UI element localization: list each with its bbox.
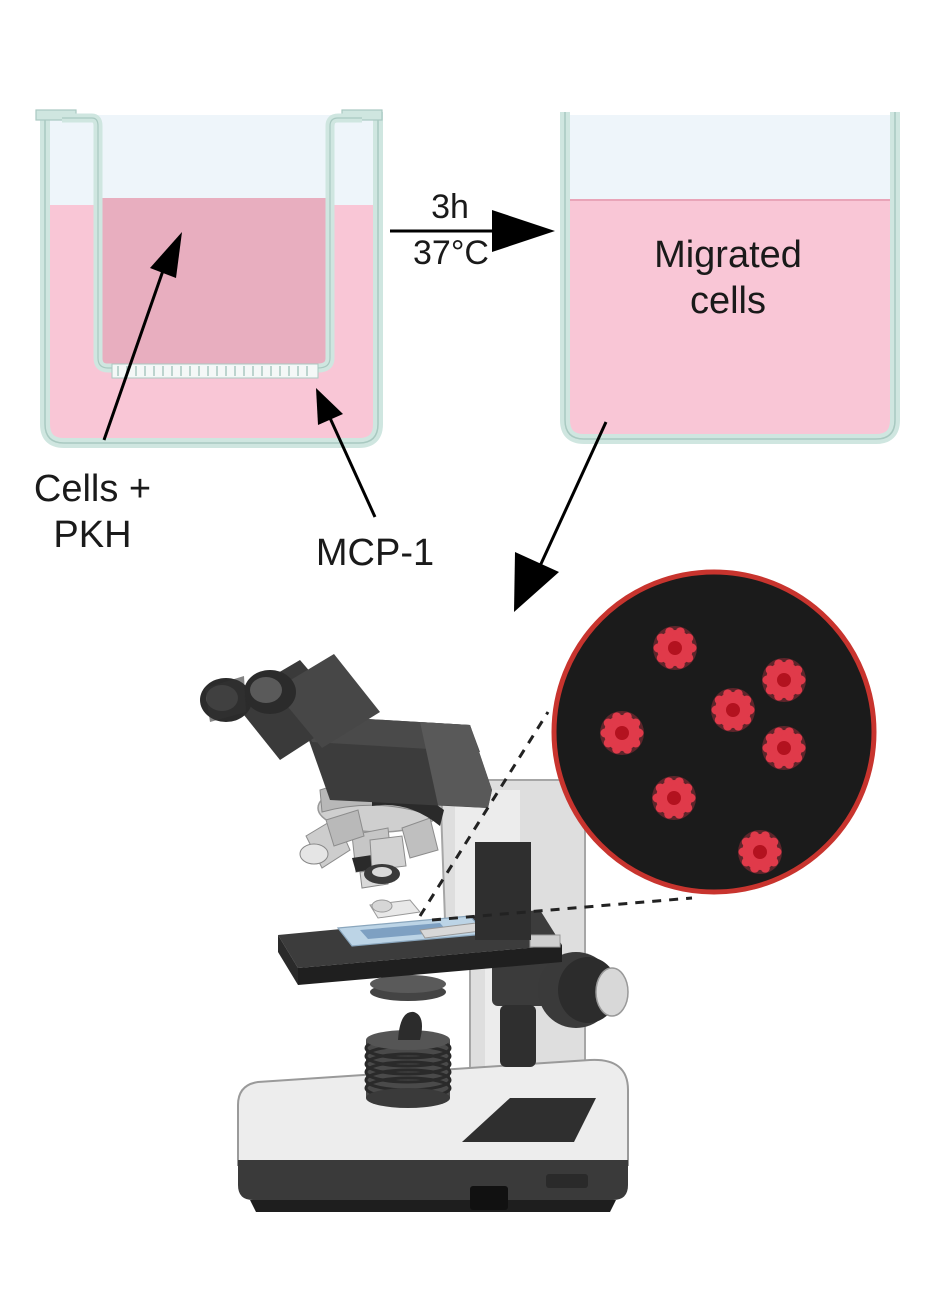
mcp1-label: MCP-1 bbox=[315, 532, 435, 574]
view-projection-line-upper bbox=[418, 711, 550, 917]
receiver-well bbox=[560, 112, 900, 444]
objective-lenses bbox=[299, 809, 439, 889]
fluorescent-cell bbox=[600, 711, 644, 755]
fluorescent-cell bbox=[653, 626, 697, 670]
fluorescent-cell bbox=[738, 830, 782, 874]
cells-pkh-label: Cells + PKH bbox=[0, 466, 185, 558]
migrated-label-line1: Migrated bbox=[654, 234, 802, 276]
migrated-label-line2: cells bbox=[689, 280, 767, 322]
to-microscope-arrow bbox=[514, 421, 608, 612]
receiver-medium bbox=[567, 200, 893, 436]
fluorescent-cell bbox=[711, 688, 755, 732]
microscope bbox=[200, 654, 693, 1212]
migrated-cells-label: Migrated cells bbox=[590, 232, 866, 324]
fluorescent-cell bbox=[762, 726, 806, 770]
cells-label-line2: PKH bbox=[53, 514, 132, 556]
incubation-temperature-label: 37°C bbox=[413, 234, 489, 272]
upper-chamber-medium bbox=[100, 198, 328, 366]
transwell-insert bbox=[62, 113, 362, 379]
incubation-time-label: 3h bbox=[431, 188, 469, 226]
microscope-field-of-view bbox=[551, 569, 877, 895]
cells-pointer-arrow bbox=[102, 232, 182, 441]
eyepieces bbox=[200, 654, 380, 760]
fluorescent-cell bbox=[762, 658, 806, 702]
mcp-pointer-arrow bbox=[316, 388, 377, 518]
porous-membrane bbox=[111, 363, 319, 379]
fluorescent-cell bbox=[652, 776, 696, 820]
incubation-arrow bbox=[390, 210, 555, 252]
cells-label-line1: Cells + bbox=[33, 468, 152, 510]
